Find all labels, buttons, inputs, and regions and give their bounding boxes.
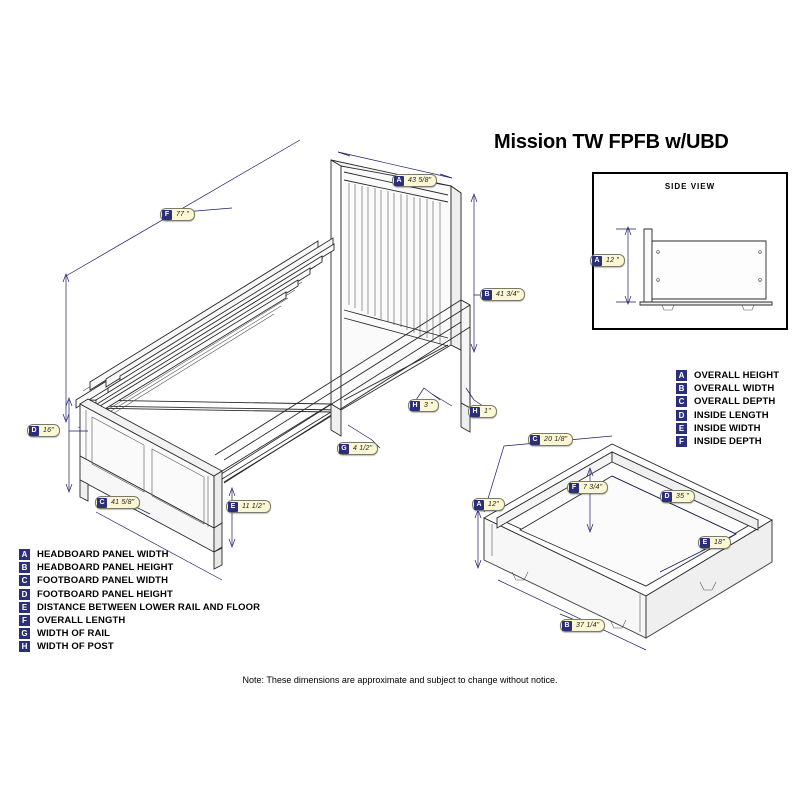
legend-tag: G: [19, 628, 30, 640]
legend-row-c: C FOOTBOARD PANEL WIDTH: [19, 574, 260, 587]
callout-value: 11 1/2": [242, 503, 265, 510]
legend-tag: D: [676, 409, 687, 421]
callout-tag: C: [97, 497, 107, 508]
legend-row-f: F OVERALL LENGTH: [19, 614, 260, 627]
callout-value: 20 1/8": [544, 436, 568, 443]
legend-row-h: H WIDTH OF POST: [19, 640, 260, 653]
callout-value: 1": [484, 408, 491, 415]
callout-b-overall-width: B 37 1/4": [560, 619, 606, 632]
callout-tag: E: [700, 537, 710, 548]
callout-value: 4 1/2": [353, 445, 373, 452]
callout-value: 37 1/4": [576, 622, 600, 629]
page-title: Mission TW FPFB w/UBD: [494, 131, 729, 153]
callout-tag: A: [474, 499, 484, 510]
callout-tag: F: [162, 209, 172, 220]
callout-h-width-of-post-3: H 3 ": [408, 399, 439, 412]
legend-drawer-row-d: D INSIDE LENGTH: [676, 409, 779, 422]
legend-tag: D: [19, 588, 30, 600]
callout-tag: G: [339, 443, 349, 454]
callout-value: 35 ": [676, 493, 690, 500]
callout-e-lower-rail-to-floor: E 11 1/2": [226, 500, 271, 513]
callout-tag: F: [569, 482, 579, 493]
callout-f-overall-length: F 77 ": [160, 208, 196, 221]
legend-label: HEADBOARD PANEL WIDTH: [37, 549, 169, 561]
callout-tag: D: [29, 425, 39, 436]
legend-label: WIDTH OF POST: [37, 641, 114, 653]
legend-drawer: A OVERALL HEIGHT B OVERALL WIDTH C OVERA…: [676, 369, 779, 448]
inset-callout-a-tag: A: [592, 255, 602, 266]
legend-label: OVERALL LENGTH: [37, 615, 126, 627]
callout-value: 7 3/4": [583, 484, 603, 491]
legend-bed: A HEADBOARD PANEL WIDTH B HEADBOARD PANE…: [19, 548, 260, 654]
legend-tag: F: [676, 436, 687, 448]
callout-f-inside-depth: F 7 3/4": [567, 481, 609, 494]
legend-label: DISTANCE BETWEEN LOWER RAIL AND FLOOR: [37, 601, 261, 613]
callout-tag: A: [394, 175, 404, 186]
callout-value: 16": [43, 427, 54, 434]
callout-tag: H: [470, 406, 480, 417]
legend-tag: F: [19, 615, 30, 627]
callout-tag: B: [562, 620, 572, 631]
legend-tag: A: [676, 370, 687, 382]
callout-tag: H: [410, 400, 420, 411]
legend-label: FOOTBOARD PANEL WIDTH: [37, 575, 169, 587]
inset-callout-a-value: 12 ": [606, 257, 620, 264]
legend-row-b: B HEADBOARD PANEL HEIGHT: [19, 561, 260, 574]
legend-label: OVERALL DEPTH: [694, 396, 776, 408]
legend-label: INSIDE WIDTH: [694, 422, 761, 434]
callout-a-headboard-panel-width: A 43 5/8": [392, 174, 438, 187]
side-view-caption: SIDE VIEW: [664, 182, 716, 191]
callout-value: 43 5/8": [408, 177, 432, 184]
legend-label: FOOTBOARD PANEL HEIGHT: [37, 588, 173, 600]
legend-tag: B: [676, 383, 687, 395]
legend-tag: H: [19, 641, 30, 653]
legend-row-a: A HEADBOARD PANEL WIDTH: [19, 548, 260, 561]
legend-drawer-row-f: F INSIDE DEPTH: [676, 435, 779, 448]
callout-tag: E: [228, 501, 238, 512]
callout-e-inside-width: E 18": [698, 536, 731, 549]
callout-h-width-of-post-1: H 1": [468, 405, 497, 418]
legend-label: WIDTH OF RAIL: [37, 628, 111, 640]
callout-value: 12": [488, 501, 499, 508]
callout-d-inside-length: D 35 ": [660, 490, 696, 503]
legend-label: HEADBOARD PANEL HEIGHT: [37, 562, 174, 574]
legend-drawer-row-c: C OVERALL DEPTH: [676, 395, 779, 408]
callout-value: 3 ": [424, 402, 433, 409]
callout-value: 41 5/8": [111, 499, 135, 506]
side-view-inset: SIDE VIEW: [590, 172, 788, 330]
callout-c-overall-depth: C 20 1/8": [528, 433, 574, 446]
callout-d-footboard-panel-height: D 16": [27, 424, 60, 437]
legend-label: INSIDE LENGTH: [694, 409, 769, 421]
legend-row-e: E DISTANCE BETWEEN LOWER RAIL AND FLOOR: [19, 601, 260, 614]
callout-tag: D: [662, 491, 672, 502]
disclaimer-note: Note: These dimensions are approximate a…: [242, 675, 558, 685]
callout-a-overall-height: A 12": [472, 498, 505, 511]
legend-tag: C: [19, 575, 30, 587]
callout-tag: C: [530, 434, 540, 445]
legend-drawer-row-a: A OVERALL HEIGHT: [676, 369, 779, 382]
legend-row-g: G WIDTH OF RAIL: [19, 627, 260, 640]
legend-drawer-row-b: B OVERALL WIDTH: [676, 382, 779, 395]
legend-tag: E: [19, 601, 30, 613]
legend-label: INSIDE DEPTH: [694, 436, 762, 448]
inset-callout-a: A 12 ": [590, 254, 626, 267]
callout-c-footboard-panel-width: C 41 5/8": [95, 496, 141, 509]
callout-g-width-of-rail: G 4 1/2": [337, 442, 379, 455]
legend-tag: E: [676, 422, 687, 434]
callout-value: 18": [714, 539, 725, 546]
legend-row-d: D FOOTBOARD PANEL HEIGHT: [19, 588, 260, 601]
legend-label: OVERALL WIDTH: [694, 383, 775, 395]
legend-drawer-row-e: E INSIDE WIDTH: [676, 422, 779, 435]
callout-tag: B: [482, 289, 492, 300]
legend-tag: C: [676, 396, 687, 408]
legend-tag: B: [19, 562, 30, 574]
callout-value: 77 ": [176, 211, 190, 218]
callout-b-headboard-panel-height: B 41 3/4": [480, 288, 526, 301]
side-view-illustration: [616, 226, 773, 311]
legend-label: OVERALL HEIGHT: [694, 370, 780, 382]
legend-tag: A: [19, 549, 30, 561]
callout-value: 41 3/4": [496, 291, 520, 298]
